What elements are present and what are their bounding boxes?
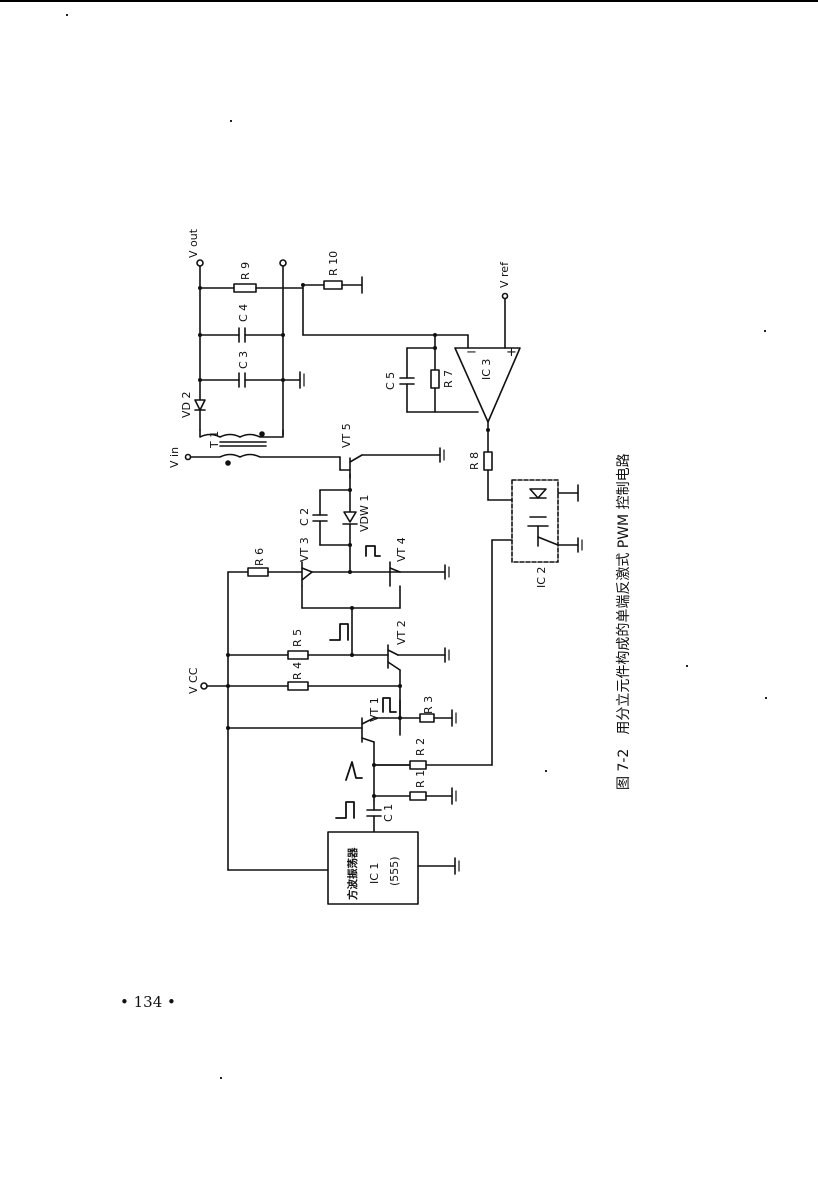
output-rail (184, 259, 341, 466)
vt5-transistor (312, 447, 441, 573)
label-t1: T 1 (208, 431, 221, 449)
vt3-vt4-stage (227, 545, 446, 656)
speck (66, 14, 68, 16)
label-vt1: VT 1 (368, 697, 381, 722)
speck (230, 120, 232, 122)
label-r2: R 2 (414, 738, 427, 756)
ic1-name-line2: IC 1 (368, 863, 381, 884)
label-plus: + (506, 345, 517, 360)
label-vin: V in (168, 447, 181, 468)
label-r6: R 6 (253, 548, 266, 566)
page-number: • 134 • (120, 993, 176, 1011)
ic1-oscillator (327, 831, 456, 905)
vt2-stage (226, 644, 446, 736)
label-vt4: VT 4 (395, 537, 408, 562)
label-vt5: VT 5 (340, 423, 353, 448)
label-vout: V out (187, 228, 200, 258)
label-r9: R 9 (239, 262, 252, 280)
speck (545, 770, 547, 772)
label-vref: V ref (498, 261, 511, 288)
label-c1: C 1 (382, 804, 395, 822)
label-ic2: IC 2 (535, 567, 548, 588)
label-c4: C 4 (237, 304, 250, 322)
label-r8: R 8 (468, 452, 481, 470)
label-r7: R 7 (442, 370, 455, 388)
component-labels: V out R 9 R 10 V ref C 4 C 3 VD 2 T 1 V … (168, 228, 548, 822)
speck (764, 330, 766, 332)
top-border (0, 0, 818, 2)
ic1-labels: 方波振荡器 IC 1 (555) (346, 847, 401, 900)
label-c2: C 2 (298, 508, 311, 526)
vcc-rail (200, 571, 402, 871)
label-r3: R 3 (422, 696, 435, 714)
ground-symbols (303, 373, 583, 872)
ic1-name-line1: 方波振荡器 (346, 847, 359, 900)
vt1-stage (227, 697, 453, 833)
label-minus: − (466, 345, 477, 360)
figure-caption: 图 7-2 用分立元件构成的单端反激式 PWM 控制电路 (615, 453, 632, 790)
label-vcc: V CC (187, 667, 200, 694)
label-ic3: IC 3 (480, 359, 493, 380)
label-vdw1: VDW 1 (358, 495, 371, 532)
feedback-network (301, 276, 521, 501)
label-r5: R 5 (291, 629, 304, 647)
label-r4: R 4 (291, 662, 304, 680)
speck (765, 697, 767, 699)
label-vd2: VD 2 (180, 392, 193, 419)
label-c5: C 5 (384, 372, 397, 390)
label-r10: R 10 (327, 251, 340, 276)
ic1-name-line3: (555) (388, 856, 401, 886)
label-r1: R 1 (414, 770, 427, 788)
speck (220, 1077, 222, 1079)
label-c3: C 3 (237, 351, 250, 369)
label-vt2: VT 2 (395, 620, 408, 645)
speck (686, 665, 688, 667)
label-vt3: VT 3 (298, 537, 311, 562)
